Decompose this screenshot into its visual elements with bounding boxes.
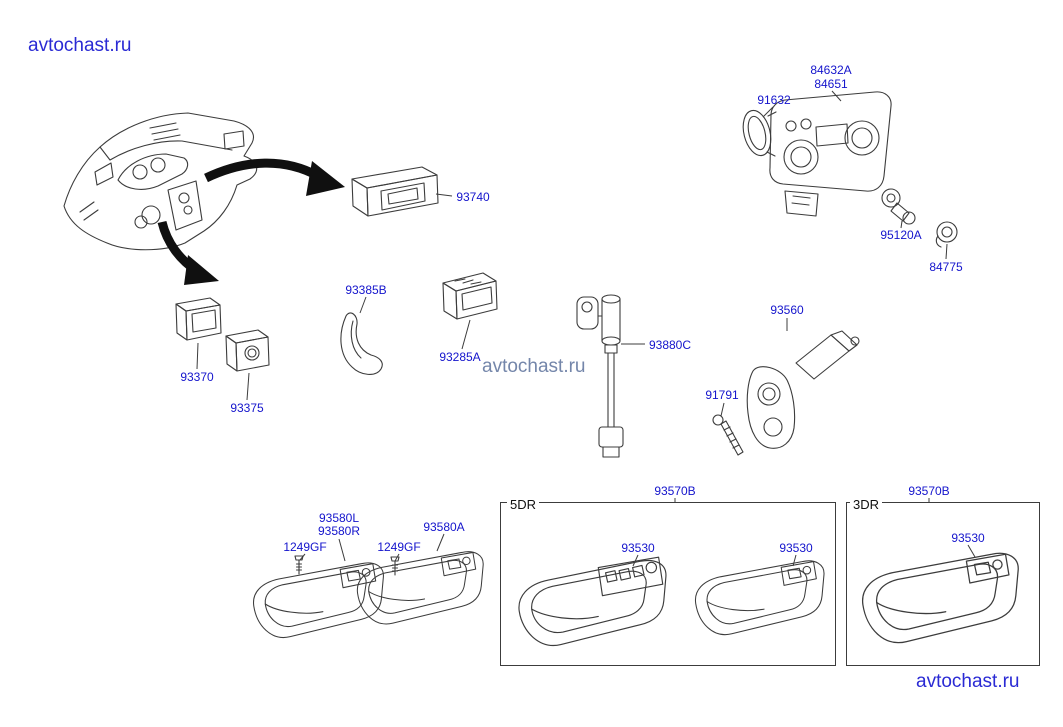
screw-1249gf-left <box>294 555 304 575</box>
part-93370-switch <box>175 297 222 341</box>
group-box-5dr <box>500 502 836 666</box>
part-84775-cap <box>935 221 958 248</box>
part-label-93370[interactable]: 93370 <box>180 370 214 384</box>
part-label-93580r[interactable]: 93580R <box>317 524 361 538</box>
part-label-93375[interactable]: 93375 <box>230 401 264 415</box>
armrest-panel-93580a <box>356 551 484 625</box>
part-label-93570b-3dr[interactable]: 93570B <box>908 484 950 498</box>
part-label-93530-3dr[interactable]: 93530 <box>951 531 985 545</box>
part-95120a-bulb <box>881 188 916 225</box>
part-93560-door-switch <box>746 330 860 449</box>
part-label-93560[interactable]: 93560 <box>770 303 804 317</box>
part-label-93580l[interactable]: 93580L <box>318 511 360 525</box>
part-label-84632a[interactable]: 84632A <box>810 63 852 77</box>
part-label-91632[interactable]: 91632 <box>757 93 791 107</box>
watermark-top-left[interactable]: avtochast.ru <box>28 35 132 56</box>
part-label-93285a[interactable]: 93285A <box>439 350 481 364</box>
watermark-middle: avtochast.ru <box>482 356 586 377</box>
group-box-3dr <box>846 502 1040 666</box>
part-84632a-heater-control <box>769 91 892 217</box>
part-93375-switch <box>225 329 270 372</box>
part-label-93880c[interactable]: 93880C <box>648 338 692 352</box>
part-label-93580a[interactable]: 93580A <box>423 520 465 534</box>
leader-lines <box>196 90 976 567</box>
armrest-panel-93580 <box>252 562 384 639</box>
part-label-93385b[interactable]: 93385B <box>345 283 387 297</box>
dashboard-illustration <box>63 112 258 251</box>
part-label-93740[interactable]: 93740 <box>456 190 490 204</box>
screw-1249gf-right <box>390 556 400 576</box>
part-91632-ring <box>742 109 777 157</box>
part-label-93530-5dr-right[interactable]: 93530 <box>779 541 813 555</box>
watermark-bottom-right[interactable]: avtochast.ru <box>916 671 1020 692</box>
part-label-93530-5dr-left[interactable]: 93530 <box>621 541 655 555</box>
section-label-3dr: 3DR <box>849 498 883 512</box>
part-label-84651[interactable]: 84651 <box>814 77 848 91</box>
part-label-1249gf-right[interactable]: 1249GF <box>377 540 421 554</box>
part-93285a-switch <box>442 272 498 320</box>
part-93385b-clip <box>340 312 383 375</box>
part-label-93570b-5dr[interactable]: 93570B <box>654 484 696 498</box>
part-label-91791[interactable]: 91791 <box>705 388 739 402</box>
part-93740-switch <box>351 166 439 217</box>
arrow-to-lower-switches <box>157 220 219 285</box>
arrow-to-switch-93740 <box>204 158 345 196</box>
part-91791-screw <box>712 414 744 456</box>
part-93880c-switch <box>576 294 624 458</box>
part-label-1249gf-left[interactable]: 1249GF <box>283 540 327 554</box>
part-label-95120a[interactable]: 95120A <box>880 228 922 242</box>
section-label-5dr: 5DR <box>506 498 540 512</box>
part-label-84775[interactable]: 84775 <box>929 260 963 274</box>
